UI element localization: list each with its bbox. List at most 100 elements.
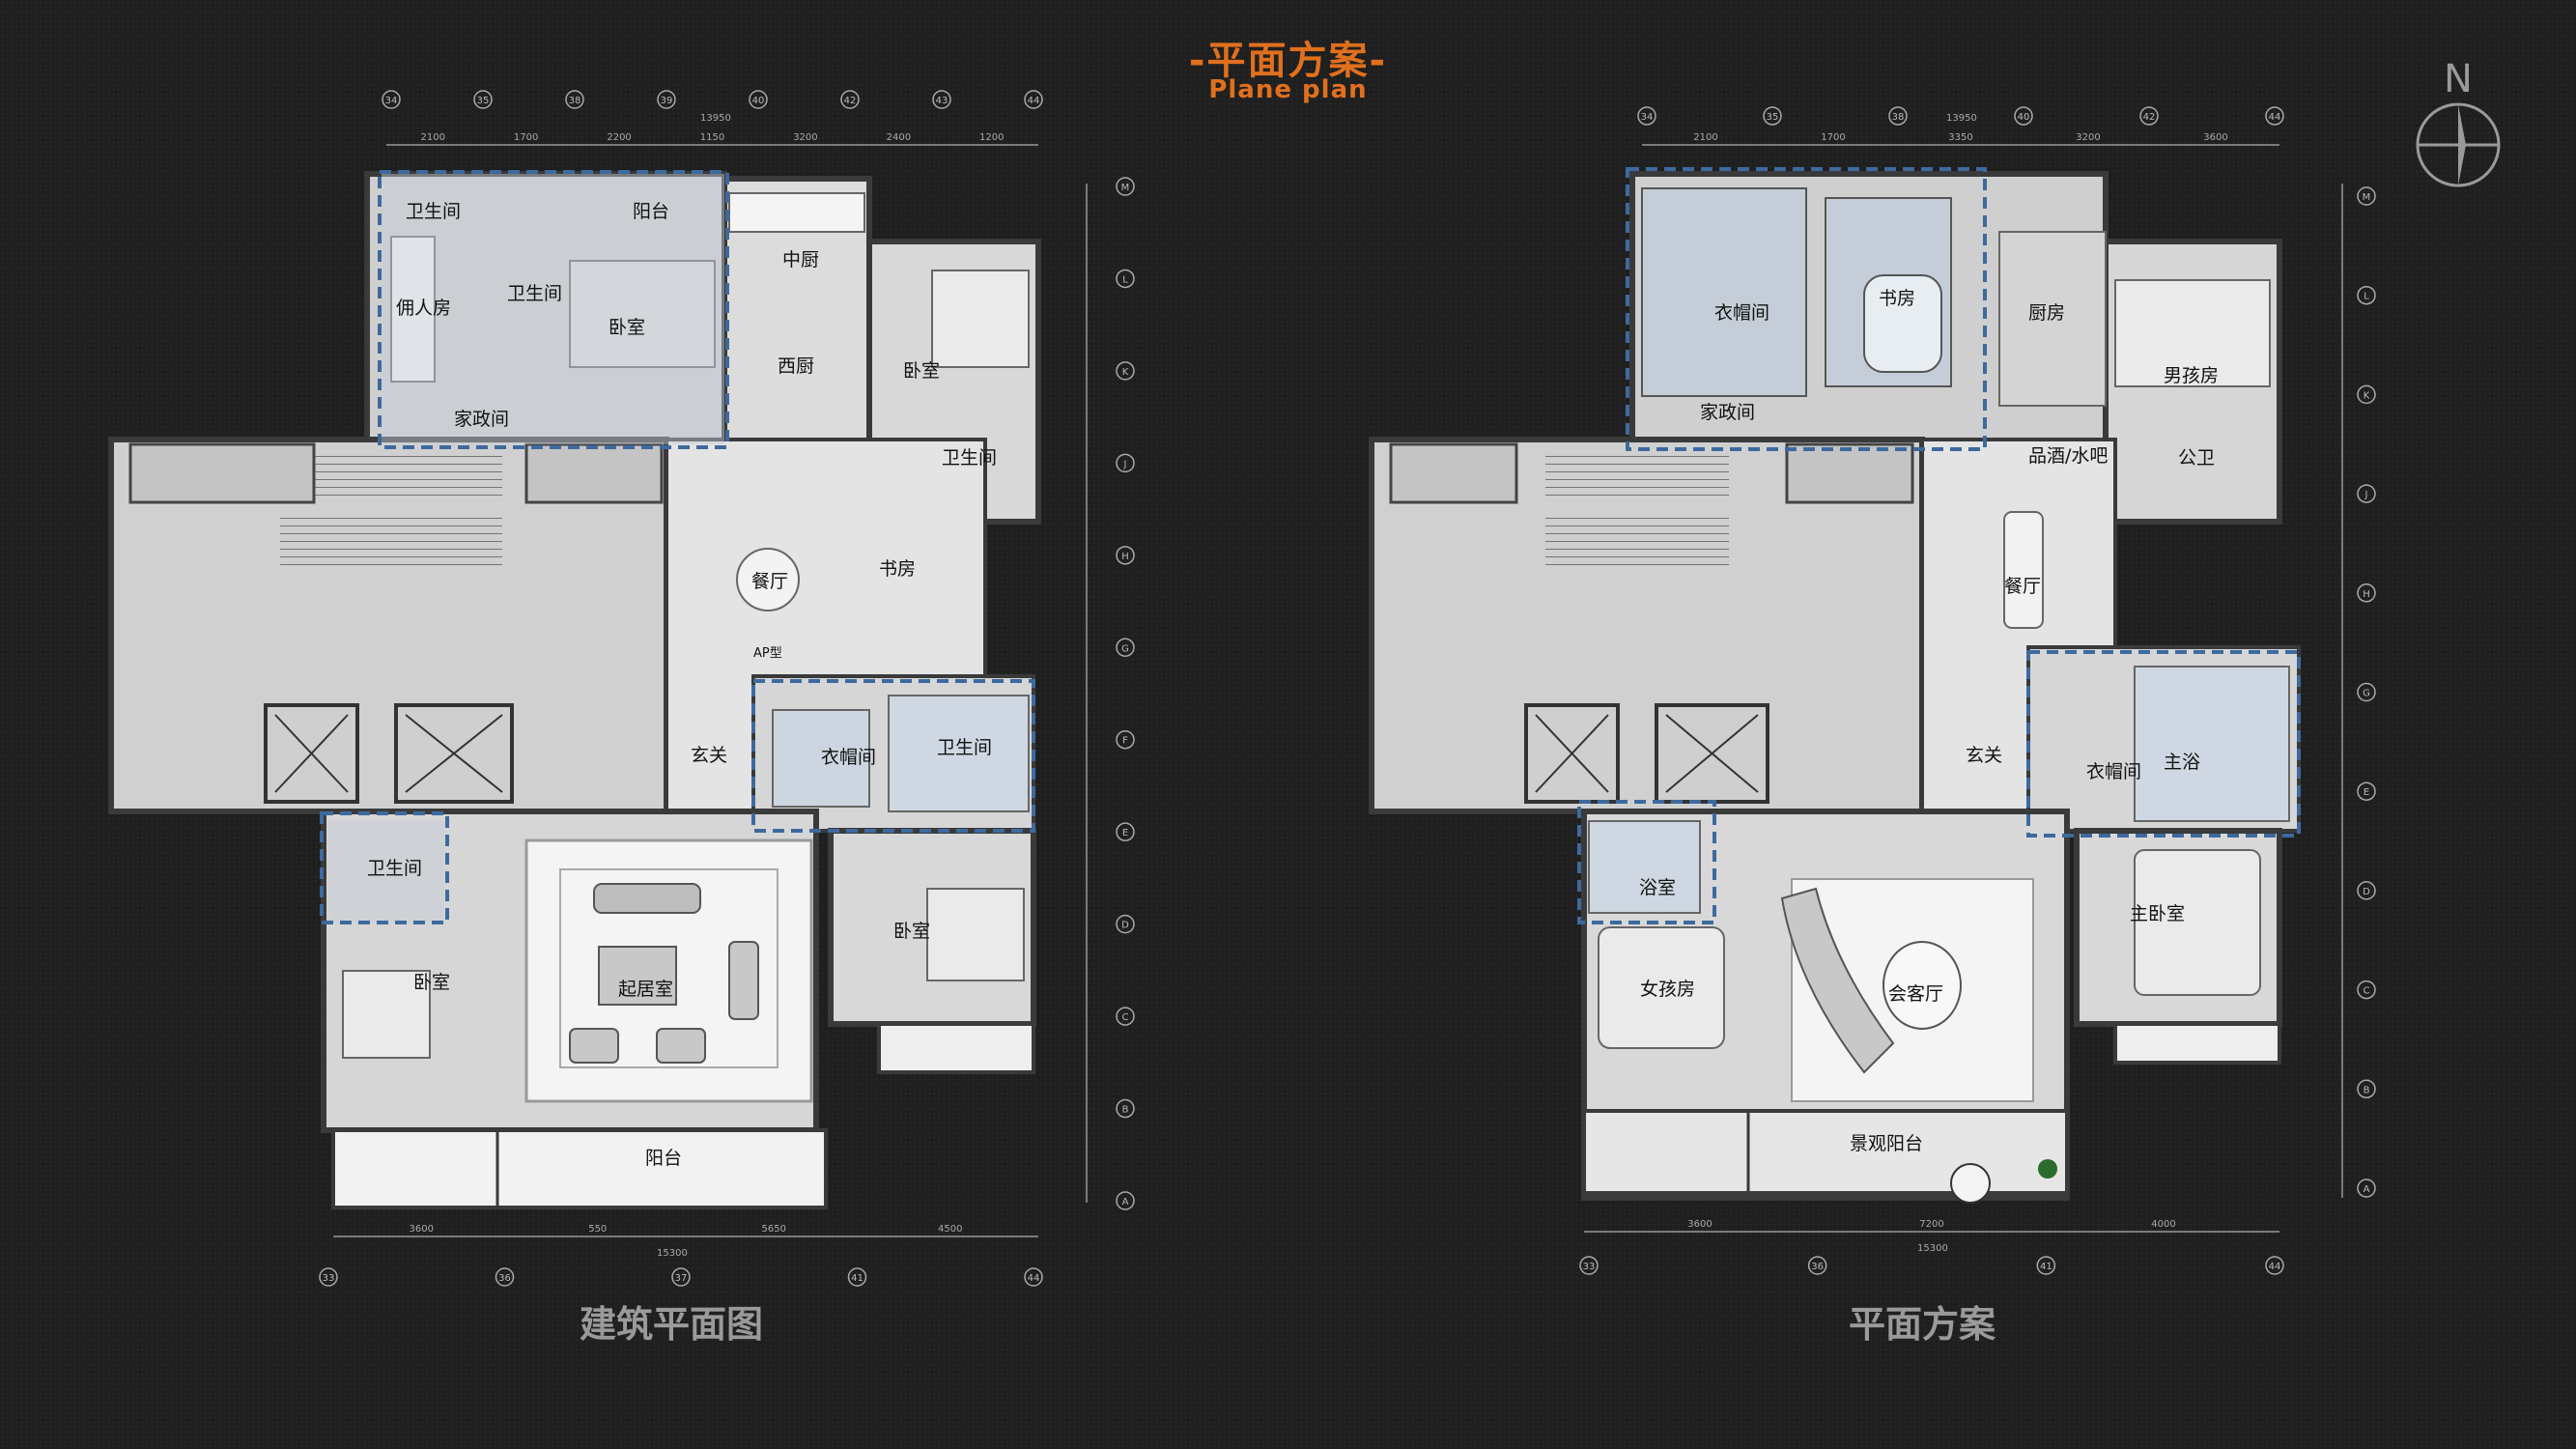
room-label: 书房 — [879, 558, 916, 580]
axis-bubble — [657, 90, 676, 109]
axis-bubble — [1116, 269, 1135, 289]
axis-bubble — [2357, 484, 2376, 503]
axis-bubble — [2357, 285, 2376, 305]
axis-label: 42 — [2143, 112, 2156, 123]
room-label: 主卧室 — [2130, 903, 2185, 924]
axis-bubble — [671, 1267, 691, 1287]
axis-label: G — [1121, 643, 1129, 654]
axis-label: B — [1122, 1105, 1129, 1116]
dimension-label: 3350 — [1948, 132, 1972, 143]
axis-bubble — [319, 1267, 338, 1287]
axis-label: G — [2363, 689, 2370, 699]
axis-label: D — [2363, 887, 2370, 897]
axis-label: C — [1122, 1012, 1129, 1023]
right-floor-plan: 衣帽间 书房 厨房 男孩房 家政间 品酒/水吧 公卫 餐厅 玄关 衣帽间 主浴 … — [1369, 106, 2376, 1275]
axis-label: 36 — [498, 1273, 511, 1284]
room-label: 玄关 — [1966, 745, 2002, 766]
axis-bubble — [2357, 781, 2376, 801]
axis-label: M — [2363, 192, 2371, 203]
axis-bubble — [2357, 583, 2376, 603]
axis-label: 40 — [752, 96, 765, 106]
room-label: 卧室 — [609, 317, 645, 338]
room-label: 品酒/水吧 — [2028, 445, 2108, 467]
dimension-label: 4500 — [938, 1224, 962, 1235]
axis-label: 38 — [569, 96, 581, 106]
axis-label: 38 — [1892, 112, 1905, 123]
room-label: 卧室 — [903, 360, 940, 382]
axis-label: D — [1121, 921, 1129, 931]
room-label: 会客厅 — [1888, 983, 1943, 1005]
dimension-label: 3200 — [793, 132, 817, 143]
axis-bubble — [2036, 1256, 2056, 1275]
axis-bubble — [565, 90, 584, 109]
room-label: 家政间 — [1700, 402, 1755, 423]
axis-bubble — [473, 90, 493, 109]
axis-bubble — [847, 1267, 867, 1287]
axis-bubble — [1024, 1267, 1043, 1287]
axis-bubble — [1116, 546, 1135, 565]
dimension-label: 7200 — [1919, 1219, 1943, 1230]
dimension-label: 5650 — [762, 1224, 786, 1235]
axis-bubble — [2014, 106, 2033, 126]
axis-label: K — [1122, 367, 1129, 378]
room-label: 衣帽间 — [1714, 302, 1769, 324]
axis-bubble — [2357, 1179, 2376, 1198]
room-label: 玄关 — [691, 745, 727, 766]
axis-label: E — [1122, 828, 1128, 838]
axis-bubble — [2357, 682, 2376, 702]
dimension-label: 2200 — [607, 132, 631, 143]
dimension-label: 3600 — [410, 1224, 434, 1235]
axis-bubble — [1116, 453, 1135, 473]
axis-bubble — [1116, 822, 1135, 841]
axis-bubble — [1116, 1098, 1135, 1119]
axis-bubble — [1637, 106, 1656, 126]
axis-label: 44 — [1028, 1273, 1040, 1284]
room-label: 男孩房 — [2164, 365, 2219, 386]
axis-label: F — [1122, 736, 1128, 747]
axis-label: 34 — [385, 96, 398, 106]
axis-label: K — [2364, 390, 2370, 401]
axis-bubble — [2357, 881, 2376, 900]
axis-label: H — [1121, 552, 1129, 562]
dimension-label: 1150 — [700, 132, 724, 143]
room-label: 餐厅 — [751, 571, 788, 592]
axis-bubble — [1807, 1256, 1827, 1275]
axis-bubble — [1116, 177, 1135, 196]
axis-label: 39 — [661, 96, 673, 106]
room-label: 阳台 — [633, 201, 669, 222]
room-label: 卧室 — [413, 972, 450, 993]
axis-label: E — [2364, 787, 2369, 798]
room-label: 阳台 — [645, 1148, 682, 1169]
axis-bubble — [840, 90, 860, 109]
room-label: 公卫 — [2178, 447, 2215, 469]
north-compass-icon: N — [2416, 57, 2501, 187]
dimension-label: 2100 — [420, 132, 444, 143]
axis-bubble — [495, 1267, 515, 1287]
room-label: 女孩房 — [1640, 979, 1695, 1000]
axis-label: A — [1122, 1197, 1129, 1208]
dimension-total: 15300 — [657, 1248, 688, 1259]
room-label: 书房 — [1879, 288, 1915, 309]
axis-bubble — [2357, 384, 2376, 405]
page-title: -平面方案- — [1188, 39, 1388, 83]
axis-bubble — [1024, 90, 1043, 109]
room-label: 西厨 — [778, 355, 814, 377]
axis-bubble — [382, 90, 401, 109]
room-label: 起居室 — [618, 979, 673, 1000]
room-label: 家政间 — [454, 409, 509, 430]
axis-label: L — [1122, 274, 1128, 285]
axis-bubble — [1888, 106, 1908, 126]
axis-label: 34 — [1641, 112, 1654, 123]
axis-bubble — [2139, 106, 2159, 126]
axis-bubble — [932, 90, 951, 109]
axis-bubble — [2357, 1079, 2376, 1099]
left-plan-caption: 建筑平面图 — [579, 1303, 763, 1346]
room-label: 浴室 — [1639, 877, 1676, 898]
axis-label: 36 — [1811, 1262, 1824, 1272]
axis-label: 37 — [675, 1273, 688, 1284]
axis-label: C — [2364, 986, 2370, 997]
axis-label: 35 — [1767, 112, 1779, 123]
axis-bubble — [1116, 638, 1135, 658]
room-label: 卫生间 — [942, 447, 997, 469]
